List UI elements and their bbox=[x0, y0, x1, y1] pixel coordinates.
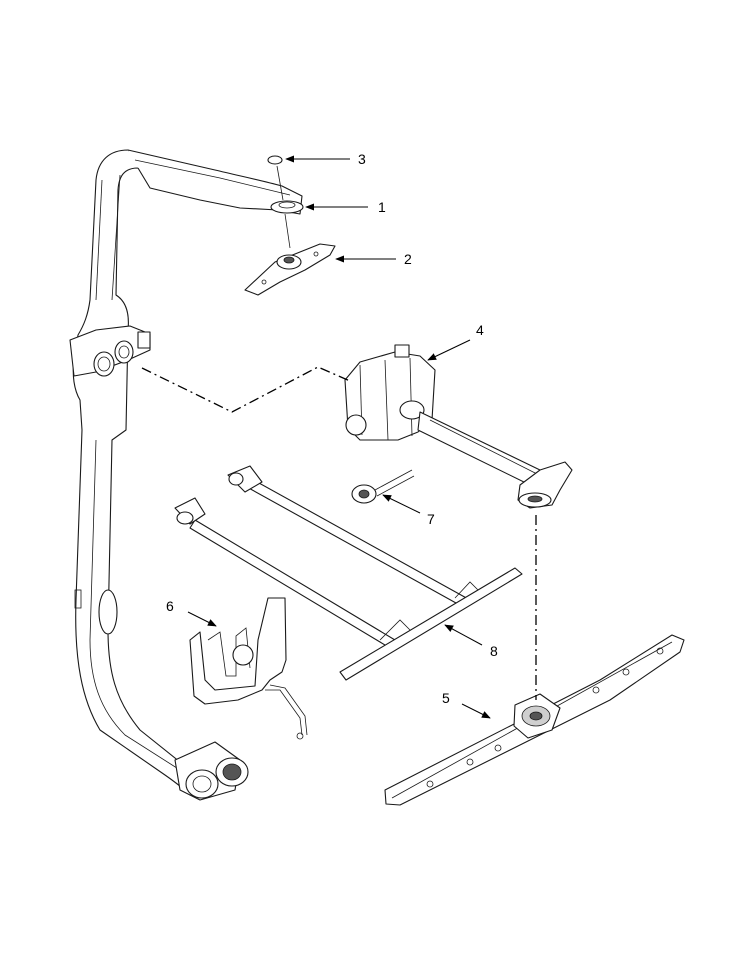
leader-4 bbox=[427, 339, 471, 361]
supply-tube-assembly bbox=[69, 149, 303, 801]
callout-7: 7 bbox=[427, 511, 435, 527]
leader-8 bbox=[444, 624, 483, 646]
part-2-upper-spray-arm bbox=[244, 243, 336, 296]
part-3-cap bbox=[267, 155, 284, 201]
callout-1: 1 bbox=[378, 199, 386, 215]
callout-6: 6 bbox=[166, 598, 174, 614]
part-7-fitting bbox=[351, 469, 415, 504]
part-6-heater-plate bbox=[189, 597, 308, 740]
part-8-spray-tube-assembly bbox=[174, 465, 523, 681]
callout-8: 8 bbox=[490, 643, 498, 659]
leader-7 bbox=[382, 494, 421, 514]
part-4-diverter-assembly bbox=[344, 344, 573, 509]
leader-5 bbox=[461, 703, 491, 719]
callout-2: 2 bbox=[404, 251, 412, 267]
part-1-mount bbox=[270, 200, 304, 249]
callout-3: 3 bbox=[358, 151, 366, 167]
connection-line-supply-to-diverter bbox=[141, 366, 351, 413]
part-5-lower-spray-arm bbox=[384, 634, 685, 806]
callout-5: 5 bbox=[442, 690, 450, 706]
leader-6 bbox=[187, 611, 217, 627]
callout-4: 4 bbox=[476, 322, 484, 338]
